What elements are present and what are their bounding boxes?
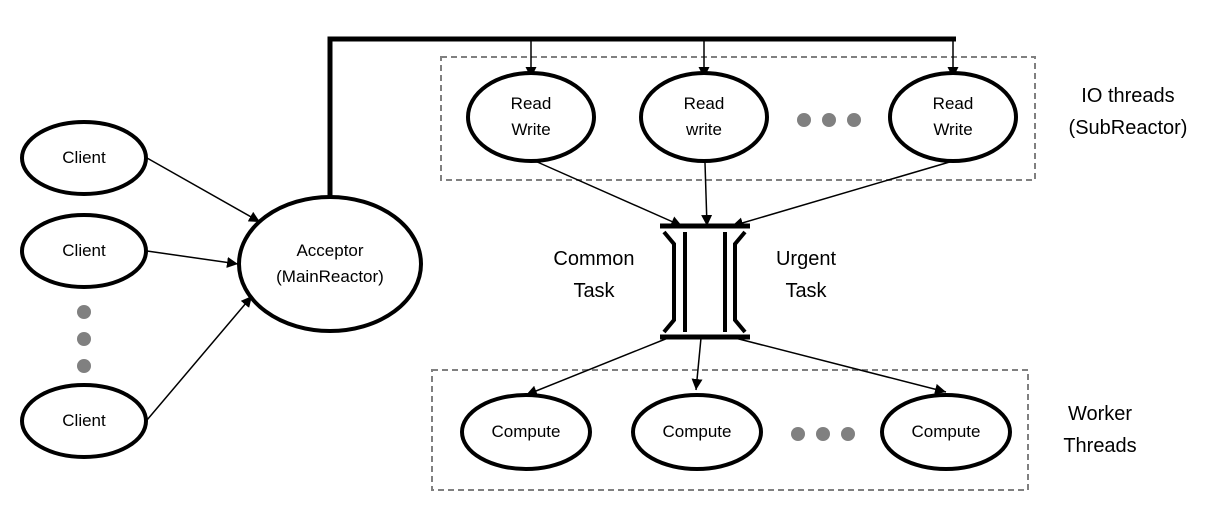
ellipsis-dots-icon — [797, 113, 861, 127]
main-reactor-dispatch-line — [327, 36, 956, 197]
urgent-task-line2: Task — [785, 280, 827, 302]
io-node-label-1: Read Write — [468, 73, 594, 161]
worker-node-2 — [631, 393, 763, 471]
worker-node-3 — [880, 393, 1012, 471]
client-text-1: Client — [62, 148, 106, 167]
worker-threads-title-line1: Worker — [1067, 403, 1133, 425]
acceptor-title: Acceptor — [296, 241, 364, 260]
arrow-queue-to-worker-2 — [691, 337, 703, 391]
arrow-queue-to-worker-1 — [525, 337, 669, 397]
urgent-task-line1: Urgent — [775, 248, 837, 270]
client-text-2: Client — [62, 241, 106, 260]
urgent-task-label: Urgent Task — [750, 243, 862, 307]
arrow-io-1-to-queue — [534, 160, 683, 227]
task-queues — [660, 223, 750, 340]
worker-threads-group-box — [431, 369, 1029, 491]
urgent-task-queue — [723, 230, 747, 334]
arrow-client-3-to-acceptor — [146, 295, 253, 421]
acceptor-label: Acceptor (MainReactor) — [239, 197, 421, 331]
worker-threads-title-line2: Threads — [1063, 435, 1137, 457]
io-node-3 — [888, 71, 1018, 163]
acceptor-subtitle: (MainReactor) — [276, 267, 384, 286]
common-task-label: Common Task — [532, 243, 656, 307]
io-node-1-line2: Write — [511, 120, 551, 139]
io-node-1 — [466, 71, 596, 163]
common-task-queue — [662, 230, 687, 334]
worker-node-2-text: Compute — [662, 422, 732, 441]
worker-node-1-text: Compute — [491, 422, 561, 441]
client-label-2: Client — [22, 215, 146, 287]
io-node-3-line2: Write — [933, 120, 973, 139]
client-text-3: Client — [62, 411, 106, 430]
ellipsis-dots-icon — [77, 305, 91, 373]
client-node-1 — [20, 120, 148, 196]
io-node-label-2: Read write — [641, 73, 767, 161]
worker-node-label-2: Compute — [633, 395, 761, 469]
worker-node-label-1: Compute — [462, 395, 590, 469]
common-task-line2: Task — [573, 280, 615, 302]
worker-node-3-text: Compute — [911, 422, 981, 441]
io-threads-title-line1: IO threads — [1081, 85, 1175, 107]
worker-threads-group-title: Worker Threads — [1040, 398, 1160, 462]
ellipsis-dots-icon — [791, 427, 855, 441]
worker-node-1 — [460, 393, 592, 471]
client-label-1: Client — [22, 122, 146, 194]
client-label-3: Client — [22, 385, 146, 457]
io-node-2 — [639, 71, 769, 163]
io-node-label-3: Read Write — [890, 73, 1016, 161]
arrow-client-1-to-acceptor — [146, 157, 261, 223]
client-node-2 — [20, 213, 148, 289]
io-node-2-line2: write — [686, 120, 722, 139]
io-threads-group-box — [440, 56, 1036, 181]
io-node-3-line1: Read — [932, 94, 974, 113]
io-threads-title-line2: (SubReactor) — [1068, 117, 1188, 139]
client-node-3 — [20, 383, 148, 459]
worker-node-label-3: Compute — [882, 395, 1010, 469]
common-task-line1: Common — [553, 248, 635, 270]
arrow-io-3-to-queue — [731, 160, 954, 229]
io-node-2-line1: Read — [683, 94, 725, 113]
arrow-queue-to-worker-3 — [734, 337, 947, 395]
io-threads-group-title: IO threads (SubReactor) — [1048, 80, 1208, 144]
acceptor-node — [237, 195, 423, 333]
io-node-1-line1: Read — [510, 94, 552, 113]
arrow-client-2-to-acceptor — [146, 250, 239, 268]
arrow-io-2-to-queue — [701, 162, 713, 227]
